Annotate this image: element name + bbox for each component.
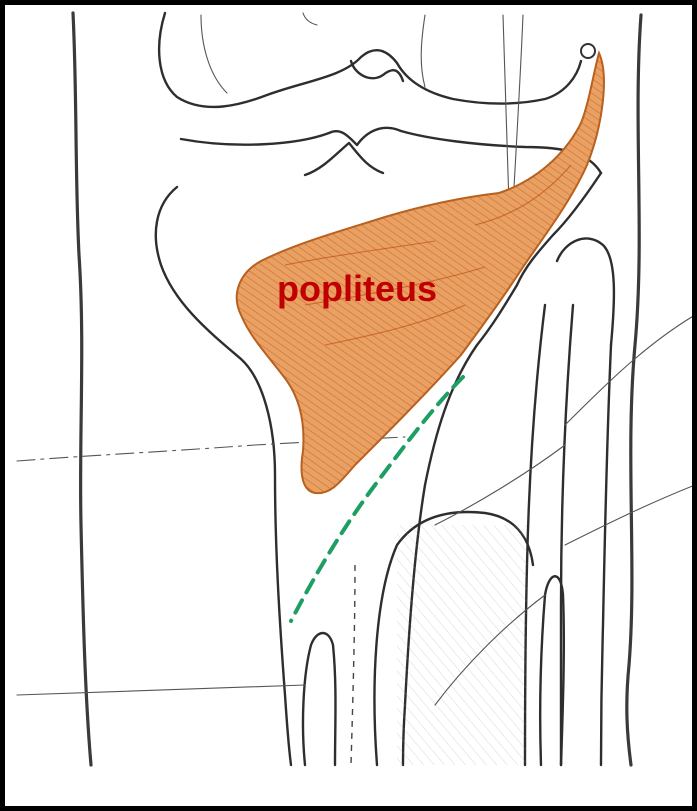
intercondylar-notch bbox=[351, 61, 403, 81]
lateral-attachment-point bbox=[581, 44, 595, 58]
fibula-head bbox=[557, 238, 614, 345]
knee-posterior-diagram: popliteus bbox=[5, 5, 697, 811]
soleus-hatching bbox=[397, 525, 527, 765]
muscle-slip-left bbox=[303, 633, 336, 765]
popliteus-label: popliteus bbox=[277, 268, 437, 309]
femoral-condyles bbox=[159, 13, 581, 107]
hamstring-tendon bbox=[503, 15, 523, 205]
tibial-plateau bbox=[181, 128, 601, 173]
tibial-spine bbox=[305, 143, 383, 175]
left-limb-outline bbox=[73, 13, 91, 765]
dashed-tendon bbox=[351, 565, 355, 765]
right-limb-outline bbox=[627, 15, 641, 765]
